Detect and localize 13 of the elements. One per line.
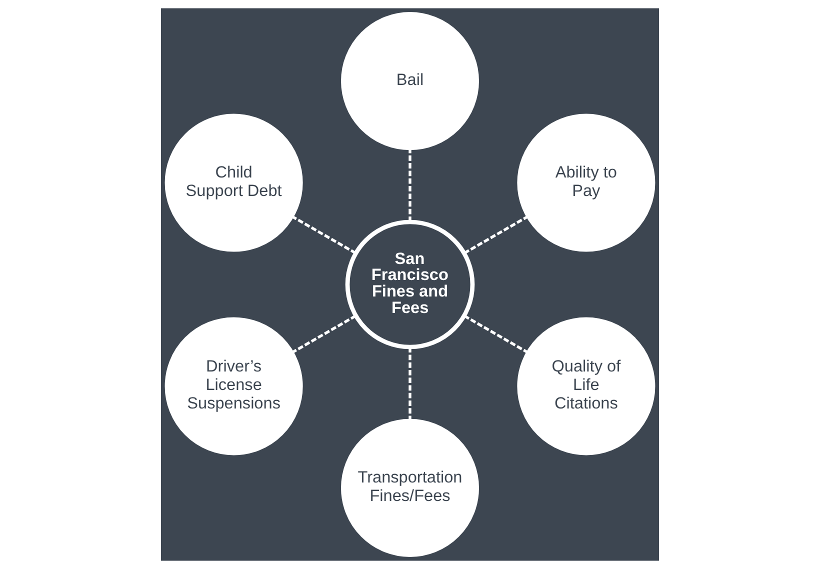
connector bbox=[408, 347, 411, 420]
node-circle: San Francisco Fines and Fees bbox=[344, 220, 474, 350]
node-circle: Ability to Pay bbox=[516, 114, 655, 252]
node-circle: Child Support Debt bbox=[164, 114, 302, 252]
connector bbox=[463, 314, 528, 354]
connector bbox=[408, 150, 411, 222]
node-circle: Driver’s License Suspensions bbox=[164, 317, 302, 456]
connector bbox=[292, 314, 356, 354]
node-circle: Bail bbox=[340, 12, 478, 150]
node-circle: Quality of Life Citations bbox=[516, 317, 655, 456]
node-circle: Transportation Fines/Fees bbox=[340, 418, 478, 557]
connector bbox=[292, 216, 356, 254]
connector bbox=[463, 216, 528, 254]
